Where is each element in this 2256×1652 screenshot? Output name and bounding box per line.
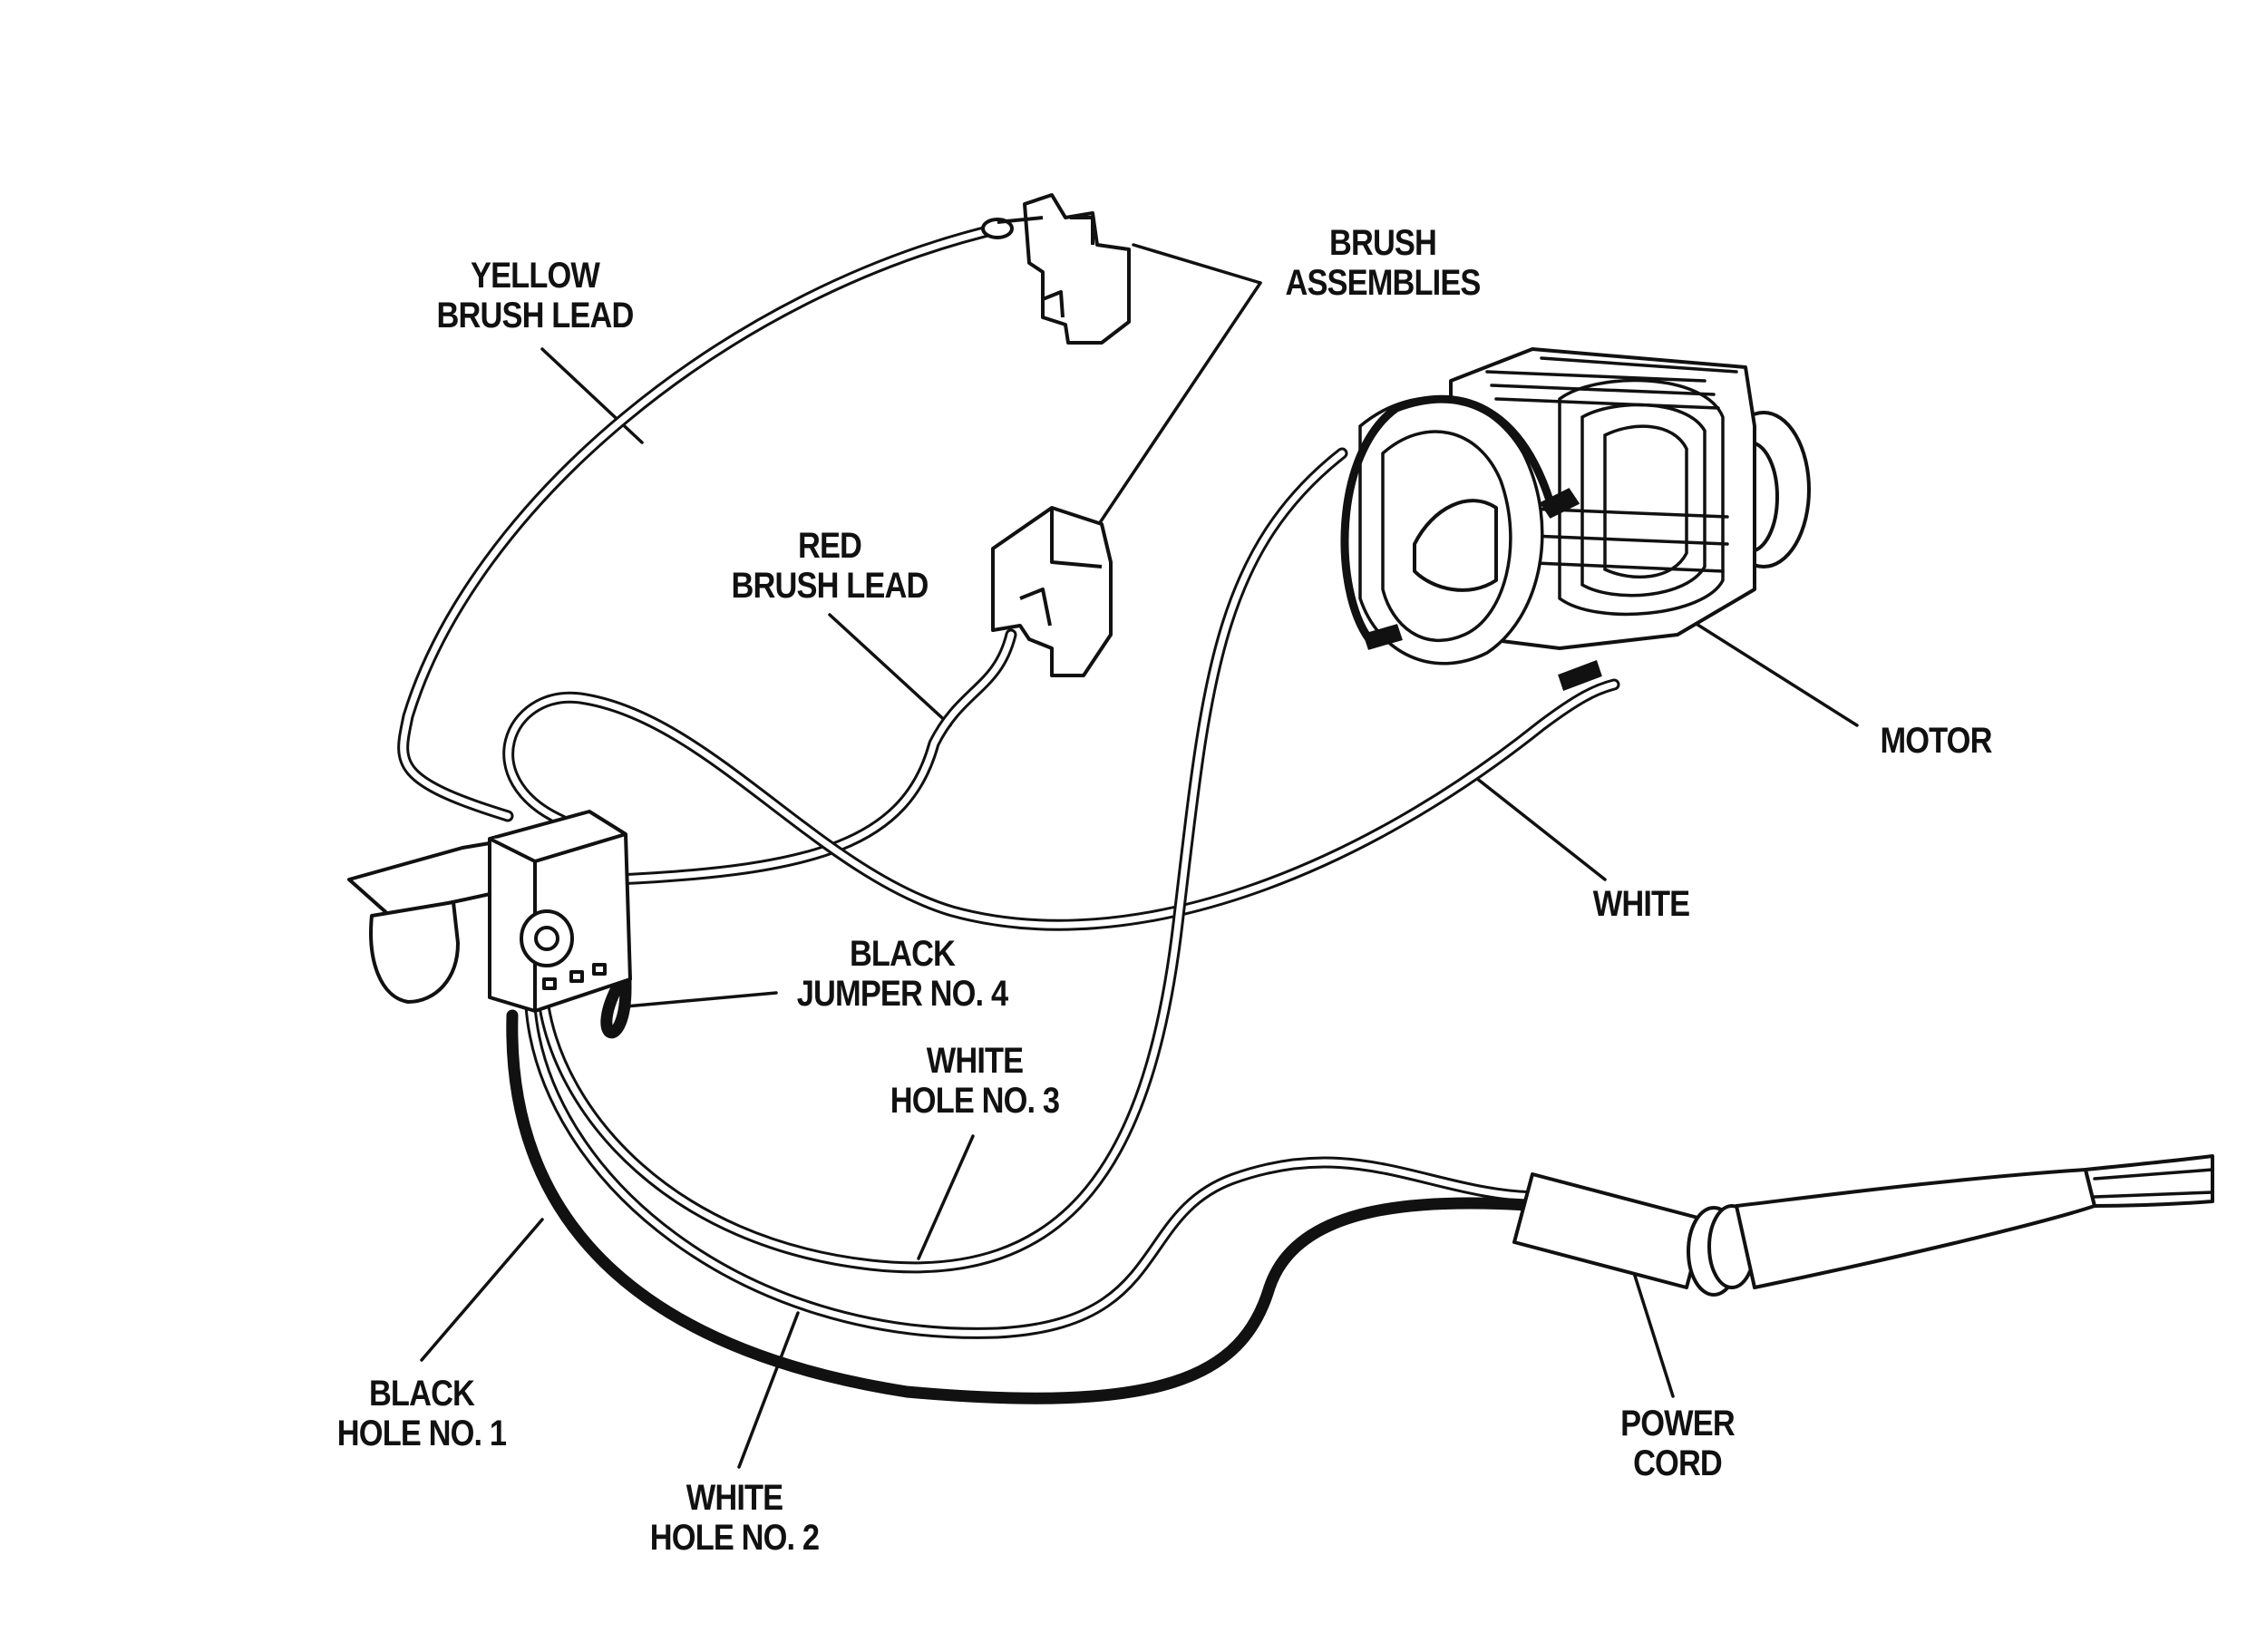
- label-red-brush-lead-line1: RED: [797, 526, 862, 566]
- label-motor-line1: MOTOR: [1880, 721, 1992, 761]
- white-hole-2-wire: [524, 1000, 1548, 1339]
- label-yellow-brush-lead-line2: BRUSH LEAD: [436, 296, 635, 335]
- label-black-jumper-line2: JUMPER NO. 4: [796, 974, 1008, 1014]
- leader-black-hole-1: [420, 1218, 544, 1362]
- white-motor-lead-wire: [502, 678, 1620, 931]
- label-white-hole-no-2: WHITE HOLE NO. 2: [633, 1478, 836, 1558]
- label-white-hole-no-3: WHITE HOLE NO. 3: [873, 1041, 1076, 1121]
- label-brush-assemblies: BRUSH ASSEMBLIES: [1269, 223, 1495, 303]
- leader-red-brush-lead: [828, 613, 952, 727]
- lower-brush-assembly: [991, 506, 1113, 677]
- power-cord: [1512, 1154, 2214, 1297]
- yellow-brush-lead-wire: [397, 220, 1013, 822]
- label-black-jumper-line1: BLACK: [849, 934, 956, 974]
- label-motor: MOTOR: [1858, 721, 2014, 761]
- leader-white: [1474, 776, 1607, 881]
- black-hole-1-wire: [506, 1009, 1548, 1404]
- leader-lines: [420, 243, 1859, 1469]
- white-hole-3-wire: [538, 447, 1348, 1274]
- label-brush-assemblies-line1: BRUSH: [1328, 223, 1437, 263]
- leader-yellow-brush-lead: [540, 347, 644, 444]
- leader-white-hole-3: [917, 1134, 975, 1260]
- label-red-brush-lead-line2: BRUSH LEAD: [731, 566, 929, 606]
- leader-brush-assemblies-lower: [1097, 281, 1262, 526]
- label-red-brush-lead: RED BRUSH LEAD: [716, 526, 942, 606]
- leader-brush-assemblies-upper: [1132, 243, 1262, 285]
- motor-lamination-lines: [1485, 356, 1738, 573]
- label-power-cord-line2: CORD: [1633, 1443, 1723, 1483]
- label-yellow-brush-lead: YELLOW BRUSH LEAD: [422, 256, 647, 335]
- label-white-hole-2-line1: WHITE: [686, 1478, 783, 1518]
- red-brush-lead-wire: [610, 628, 1017, 886]
- label-power-cord-line1: POWER: [1620, 1404, 1736, 1443]
- label-white-hole-3-line1: WHITE: [926, 1041, 1024, 1081]
- upper-brush-assembly: [981, 193, 1131, 345]
- leader-motor: [1683, 615, 1859, 727]
- label-white-hole-3-line2: HOLE NO. 3: [890, 1081, 1060, 1121]
- trigger-switch: [347, 810, 632, 1013]
- label-power-cord: POWER CORD: [1600, 1404, 1755, 1483]
- label-black-hole-1-line1: BLACK: [368, 1374, 475, 1414]
- label-black-hole-1-line2: HOLE NO. 1: [336, 1414, 507, 1453]
- label-white-line1: WHITE: [1592, 884, 1690, 924]
- leader-black-jumper: [624, 991, 778, 1008]
- motor: [1340, 347, 1811, 691]
- label-white: WHITE: [1563, 884, 1719, 924]
- label-black-hole-no-1: BLACK HOLE NO. 1: [325, 1374, 520, 1453]
- label-yellow-brush-lead-line1: YELLOW: [471, 256, 600, 296]
- label-black-jumper-no-4: BLACK JUMPER NO. 4: [789, 934, 1015, 1014]
- label-brush-assemblies-line2: ASSEMBLIES: [1285, 263, 1481, 303]
- leader-white-hole-2: [737, 1311, 800, 1469]
- label-white-hole-2-line2: HOLE NO. 2: [649, 1518, 820, 1558]
